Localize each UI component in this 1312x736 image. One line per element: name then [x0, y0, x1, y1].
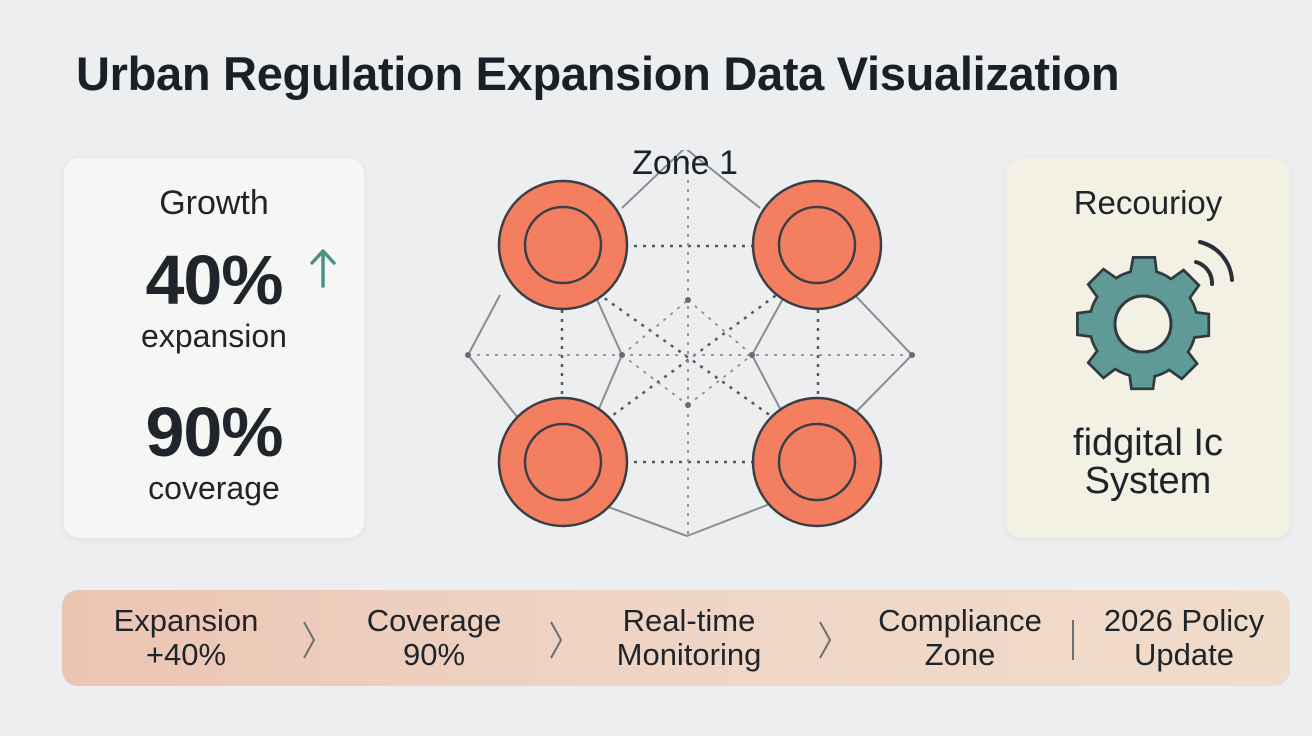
chevron-right-icon [819, 621, 832, 659]
step-compliance: Compliance Zone [862, 604, 1058, 672]
node-top-right [751, 179, 883, 311]
system-card: Recourioy fidgital Ic System [1006, 158, 1290, 538]
step-label: 2026 Policy [1103, 603, 1265, 638]
step-label: Expansion [113, 603, 259, 638]
step-value: Update [1134, 637, 1234, 672]
step-label: Coverage [366, 603, 502, 638]
gear-icon [1076, 256, 1211, 391]
coverage-label: coverage [148, 470, 280, 506]
page-title: Urban Regulation Expansion Data Visualiz… [76, 47, 1120, 100]
system-card-title: Recourioy [1073, 184, 1223, 221]
process-bar: Expansion +40% Coverage 90% Real-time Mo… [62, 590, 1290, 686]
node-top-left [497, 179, 629, 311]
light-dotted-links [468, 162, 912, 540]
step-value: Zone [924, 637, 996, 672]
expansion-label: expansion [141, 318, 287, 354]
arrow-up-icon [310, 249, 336, 288]
gear-signal-icon [1076, 240, 1234, 391]
system-card-subtitle: fidgital Ic System [1006, 424, 1290, 500]
step-value: +40% [145, 637, 227, 672]
divider-icon [1072, 620, 1074, 660]
system-subtitle-line1: fidgital Ic [1073, 422, 1223, 464]
signal-icon [1194, 240, 1234, 286]
step-label: Compliance [878, 603, 1042, 638]
step-expansion: Expansion +40% [96, 604, 276, 672]
growth-card: Growth 40% expansion 90% coverage [64, 158, 364, 538]
expansion-value: 40% [145, 241, 283, 319]
coverage-value: 90% [145, 393, 283, 471]
step-monitoring: Real-time Monitoring [594, 604, 784, 672]
system-subtitle-line2: System [1084, 460, 1212, 502]
growth-label: Growth [159, 184, 269, 222]
chevron-right-icon [303, 621, 316, 659]
step-value: Monitoring [616, 637, 762, 672]
node-bottom-right [751, 396, 883, 528]
step-policy-update: 2026 Policy Update [1084, 604, 1284, 672]
zone-network-diagram [465, 150, 915, 540]
chevron-right-icon [550, 621, 563, 659]
outer-connectors [467, 150, 913, 537]
junction-dots [465, 297, 915, 408]
step-value: 90% [402, 637, 466, 672]
zone-label: Zone 1 [632, 144, 738, 182]
step-coverage: Coverage 90% [344, 604, 524, 672]
dotted-links [560, 244, 820, 464]
node-bottom-left [497, 396, 629, 528]
step-label: Real-time [622, 603, 756, 638]
